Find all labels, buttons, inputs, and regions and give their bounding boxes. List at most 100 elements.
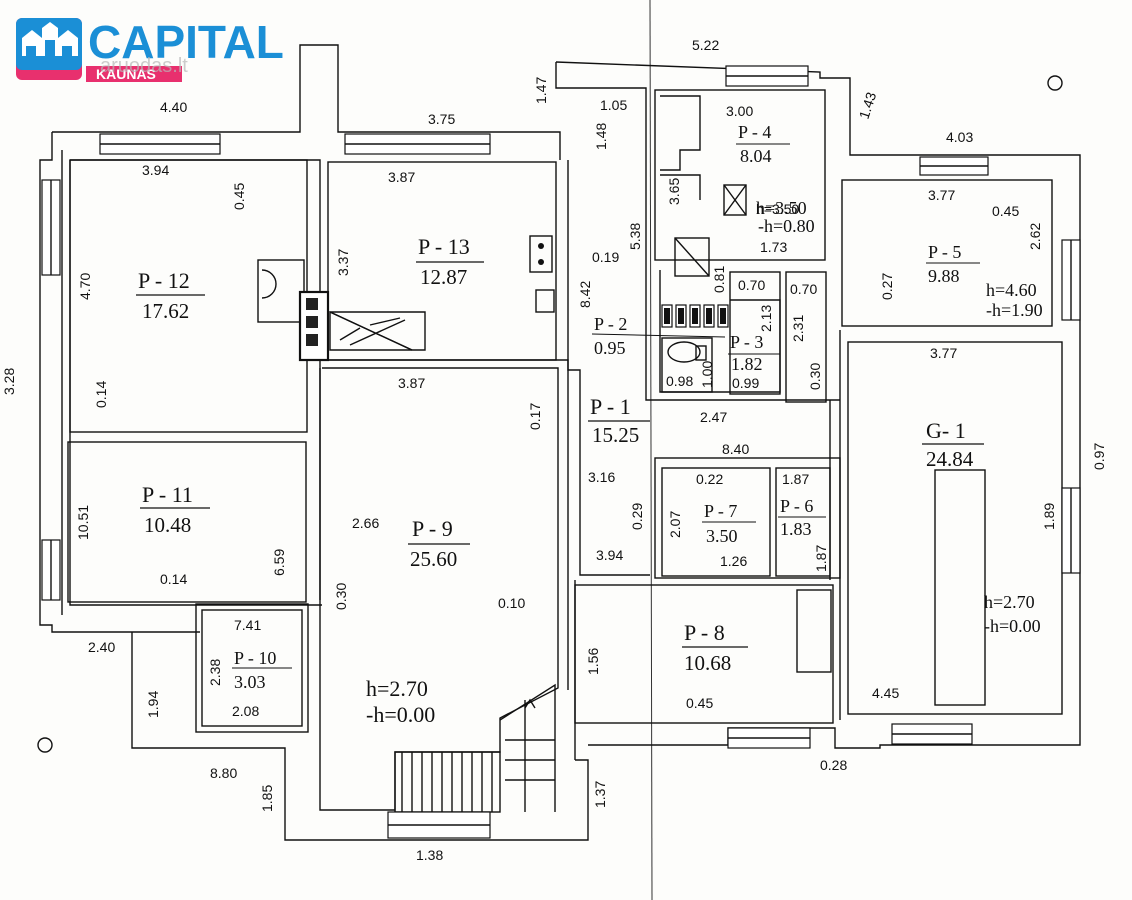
dimension-label: 1.56 (585, 648, 601, 675)
room-label-p3: P - 3 (730, 332, 763, 352)
room-label-p7: P - 7 (704, 501, 737, 521)
p4-neg-height: -h=0.80 (758, 216, 815, 236)
dimension-label: 1.47 (533, 77, 549, 104)
dimension-label: 1.43 (856, 90, 880, 121)
scan-divider-line (649, 0, 653, 900)
dimension-label: 0.14 (93, 381, 109, 408)
room-area-p3: 1.82 (731, 354, 763, 374)
windows (41, 65, 1081, 839)
dimension-label: 2.07 (667, 511, 683, 538)
brand-name: CAPITAL (88, 16, 284, 68)
inner-walls (61, 87, 1063, 813)
dimension-label: 0.30 (807, 363, 823, 390)
dimension-label: 3.94 (142, 162, 169, 178)
dimension-label: 2.66 (352, 515, 379, 531)
dimension-label: 5.22 (692, 37, 719, 53)
dimension-label: 0.45 (992, 203, 1019, 219)
dimension-label: 1.48 (593, 123, 609, 150)
dimension-label: 8.42 (577, 281, 593, 308)
dimension-label: 2.31 (790, 315, 806, 342)
p5-neg-height: -h=1.90 (986, 300, 1043, 320)
room-outline-p4 (654, 89, 826, 261)
room-label-p9: P - 9 (412, 516, 453, 541)
dimension-label: 3.28 (1, 368, 17, 395)
dimension-label: 0.45 (231, 183, 247, 210)
dimension-label: 3.77 (928, 187, 955, 203)
room-area-p9: 25.60 (410, 547, 457, 571)
dimension-label: 1.87 (782, 471, 809, 487)
room-outline-p11 (67, 441, 307, 603)
dimension-label: h=3.50 (756, 201, 799, 217)
dimension-label: 8.80 (210, 765, 237, 781)
dimension-label: 0.22 (696, 471, 723, 487)
dimension-label: 0.27 (879, 273, 895, 300)
dimension-label: 1.87 (813, 545, 829, 572)
room-outline-p10 (201, 609, 303, 727)
dimension-label: 1.00 (699, 361, 715, 388)
room-area-p10: 3.03 (234, 672, 266, 692)
boiler-row (661, 304, 729, 328)
dimension-label: 8.40 (722, 441, 749, 457)
dimension-label: 0.70 (738, 277, 765, 293)
room-label-p1: P - 1 (590, 394, 631, 419)
dimension-label: 3.65 (666, 178, 682, 205)
room-area-p12: 17.62 (142, 299, 189, 323)
dimension-label: 3.16 (588, 469, 615, 485)
room-outline-p5 (841, 179, 1053, 327)
dimension-label: 3.94 (596, 547, 623, 563)
dimension-label: 0.14 (160, 571, 187, 587)
room-label-g1: G- 1 (926, 418, 966, 443)
dimension-label: 0.17 (527, 403, 543, 430)
dimension-label: 0.98 (666, 373, 693, 389)
dimension-label: 1.37 (592, 781, 608, 808)
dimension-label: 2.47 (700, 409, 727, 425)
room-outline-p9 (319, 367, 559, 811)
watermark: aruodas.lt (100, 55, 188, 77)
dimension-label: 4.70 (77, 273, 93, 300)
brand-sub: KAUNAS (96, 66, 156, 82)
dimension-label: 4.03 (946, 129, 973, 145)
room-label-p8: P - 8 (684, 620, 725, 645)
dimension-label: 1.73 (760, 239, 787, 255)
marker-circle-sw (37, 737, 53, 753)
room-area-p4: 8.04 (740, 146, 772, 166)
marker-circle-ne (1047, 75, 1063, 91)
dimension-label: 1.26 (720, 553, 747, 569)
room-label-p10: P - 10 (234, 648, 276, 668)
p9-height: h=2.70 (366, 676, 428, 701)
p4-height: h=3.50 (756, 198, 807, 218)
p9-neg-height: -h=0.00 (366, 702, 435, 727)
room-label-p11: P - 11 (142, 482, 193, 507)
room-labels: P - 12 17.62 P - 13 12.87 P - 11 10.48 P… (136, 122, 984, 692)
room-area-p11: 10.48 (144, 513, 191, 537)
room-label-p4: P - 4 (738, 122, 771, 142)
room-area-p5: 9.88 (928, 266, 960, 286)
staircase (394, 683, 556, 813)
room-area-p8: 10.68 (684, 651, 731, 675)
dimension-label: 3.77 (930, 345, 957, 361)
room-area-p7: 3.50 (706, 526, 738, 546)
dimension-label: 0.29 (629, 503, 645, 530)
dimension-label: 4.40 (160, 99, 187, 115)
dimension-label: 3.75 (428, 111, 455, 127)
p5-height: h=4.60 (986, 280, 1037, 300)
room-outline-p8 (574, 584, 834, 724)
dimension-label: 2.08 (232, 703, 259, 719)
room-area-p13: 12.87 (420, 265, 467, 289)
room-label-p12: P - 12 (138, 268, 190, 293)
dimension-label: 3.87 (398, 375, 425, 391)
room-label-p2: P - 2 (594, 314, 627, 334)
dimension-label: 0.97 (1091, 443, 1107, 470)
room-area-g1: 24.84 (926, 447, 974, 471)
dimension-label: 1.94 (145, 691, 161, 718)
dimension-label: 0.70 (790, 281, 817, 297)
dimension-label: 7.41 (234, 617, 261, 633)
dimension-label: 2.38 (207, 659, 223, 686)
dimension-label: 1.38 (416, 847, 443, 863)
dimension-label: 1.05 (600, 97, 627, 113)
dimension-label: 4.45 (872, 685, 899, 701)
g1-neg-height: -h=0.00 (984, 616, 1041, 636)
